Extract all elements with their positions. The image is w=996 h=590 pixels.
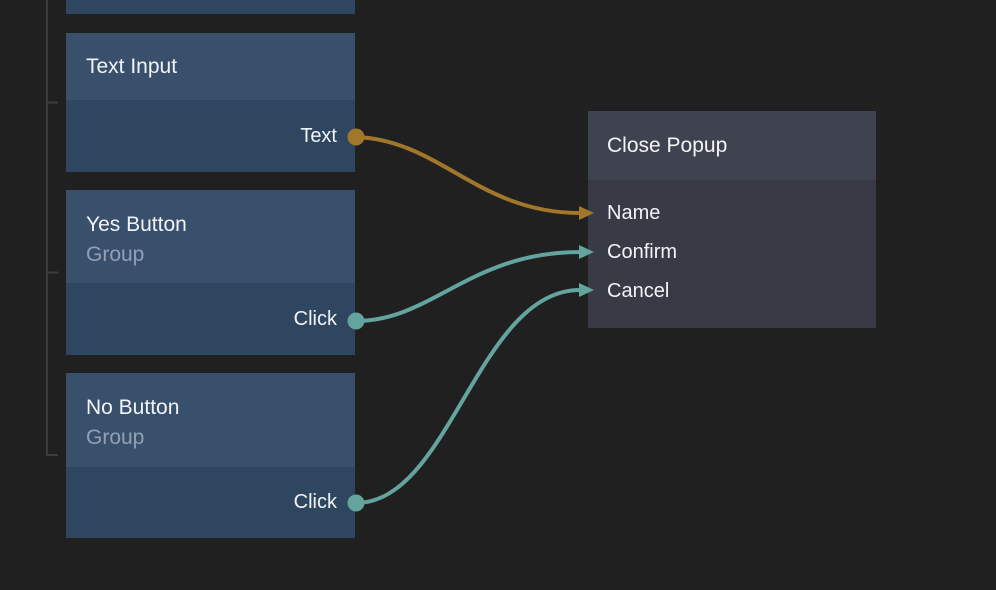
node-no-button-header[interactable]: No Button Group xyxy=(66,373,355,467)
node-text-input-header[interactable]: Text Input xyxy=(66,33,355,100)
input-port-confirm[interactable]: Confirm xyxy=(607,241,678,263)
node-no-button-body[interactable]: Click xyxy=(66,467,355,538)
node-close-popup-header[interactable]: Close Popup xyxy=(588,111,876,180)
node-title: Yes Button xyxy=(86,213,187,236)
node-no-button[interactable]: No Button Group Click xyxy=(66,373,355,538)
output-port-label: Text xyxy=(300,124,337,147)
node-title: Close Popup xyxy=(607,133,728,157)
node-title: Text Input xyxy=(86,55,178,78)
connection-text-to-name[interactable] xyxy=(355,135,581,215)
output-port-label: Click xyxy=(293,491,337,513)
output-port-click[interactable]: Click xyxy=(294,283,337,355)
node-subtitle: Group xyxy=(86,243,145,266)
node-close-popup[interactable]: Close Popup Name Confirm Cancel xyxy=(588,111,876,328)
hierarchy-rail xyxy=(46,0,58,456)
output-port-click[interactable]: Click xyxy=(294,467,337,538)
node-title: No Button xyxy=(86,396,180,419)
node-yes-button[interactable]: Yes Button Group Click xyxy=(66,190,355,355)
input-port-cancel[interactable]: Cancel xyxy=(607,280,670,302)
output-port-text[interactable]: Text xyxy=(300,100,337,172)
node-offscreen-top[interactable] xyxy=(66,0,355,14)
node-yes-button-body[interactable]: Click xyxy=(66,283,355,355)
connection-click-to-cancel[interactable] xyxy=(355,288,581,505)
node-text-input[interactable]: Text Input Text xyxy=(66,33,355,172)
output-port-label: Click xyxy=(293,307,337,330)
node-subtitle: Group xyxy=(86,426,145,449)
node-text-input-body[interactable]: Text xyxy=(66,100,355,172)
node-yes-button-header[interactable]: Yes Button Group xyxy=(66,190,355,283)
input-port-name[interactable]: Name xyxy=(607,202,661,224)
connection-click-to-confirm[interactable] xyxy=(355,250,581,323)
node-close-popup-body[interactable]: Name Confirm Cancel xyxy=(588,180,876,328)
